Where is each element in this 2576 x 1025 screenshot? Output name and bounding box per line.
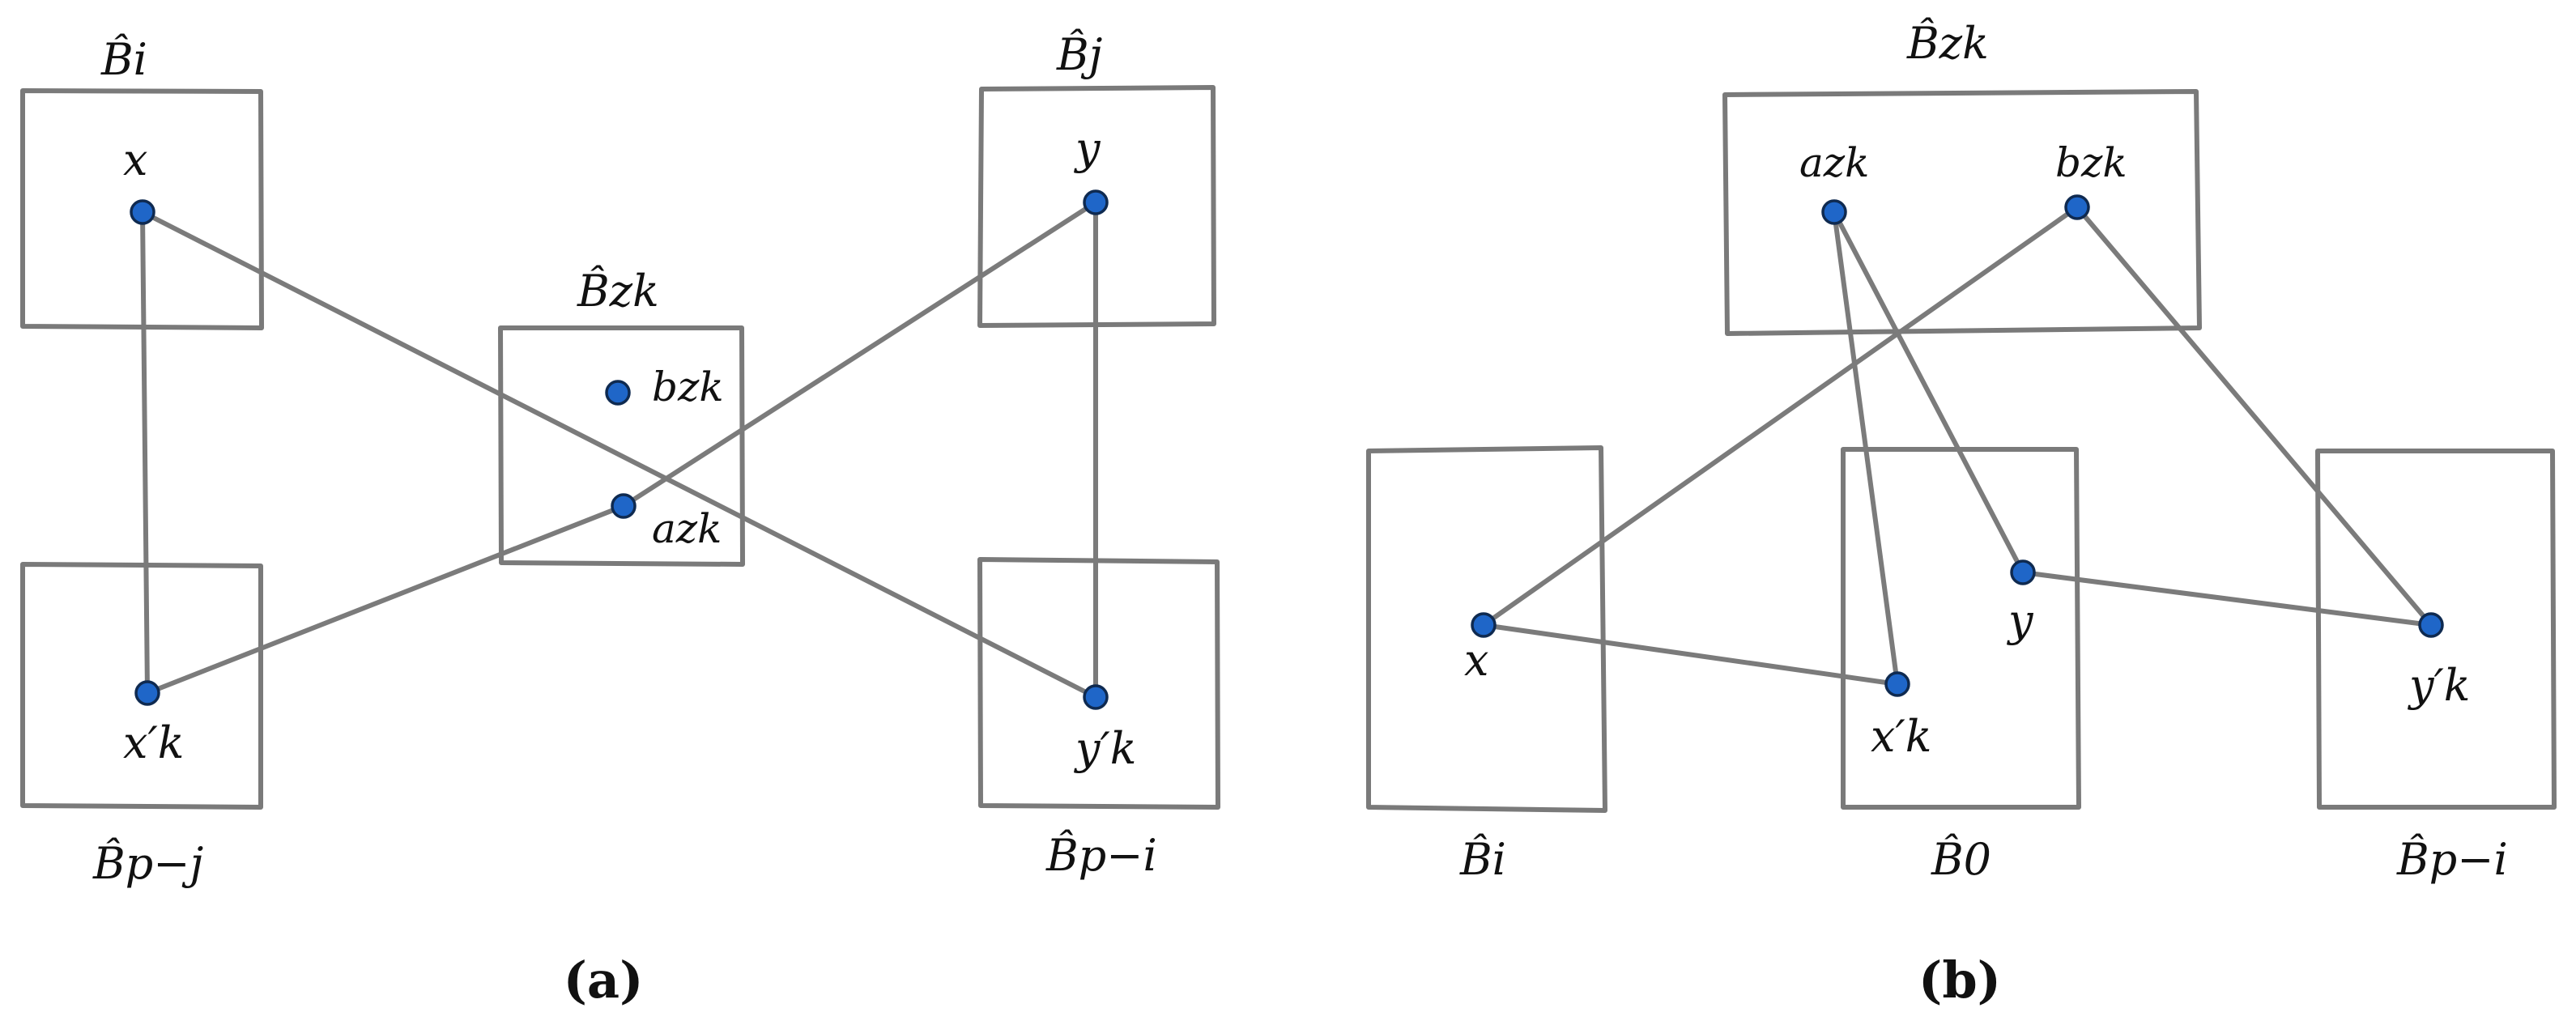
point-label-y-k-prime: y′k (1074, 723, 1137, 774)
box-B-j (977, 85, 1216, 328)
point-b-zk (605, 380, 631, 406)
caption-a: (a) (564, 951, 644, 1010)
point-y-k-prime (1083, 684, 1109, 710)
point-x-k-prime (1884, 671, 1910, 697)
edge-x-k-prime-to-a-zk (145, 504, 626, 695)
point-label-x: x (123, 134, 147, 185)
panel-a: B̂i B̂j B̂zk B̂p−j B̂p−i x y bzk azk x′k… (20, 28, 1220, 1010)
edge-b-zk-to-x (1481, 205, 2080, 627)
edge-a-zk-to-y (621, 200, 1098, 508)
box-label-B-zk: B̂zk (577, 265, 659, 317)
point-y-k-prime (2418, 612, 2444, 638)
box-label-B-zk: B̂zk (1906, 17, 1989, 69)
box-label-B-i: B̂i (100, 33, 147, 85)
edge-b-zk-to-y-k-prime (2075, 205, 2433, 627)
point-label-x: x (1464, 635, 1488, 686)
box-B-zk (498, 325, 745, 567)
point-label-y: y (2007, 595, 2034, 646)
point-a-zk (611, 493, 637, 519)
box-label-B-p-j: B̂p−j (92, 837, 203, 889)
box-B-zk (1722, 89, 2202, 336)
edge-y-to-y-k-prime (2020, 570, 2433, 627)
box-label-B-j: B̂j (1056, 28, 1102, 80)
box-B-i (20, 88, 264, 330)
panel-b: B̂zk B̂i B̂0 B̂p−i azk bzk x y x′k y′k (… (1366, 17, 2557, 1010)
point-label-a-zk: azk (652, 505, 722, 552)
point-label-b-zk: bzk (652, 364, 724, 410)
box-label-B-i: B̂i (1459, 833, 1506, 885)
edge-a-zk-to-x-k-prime (1832, 210, 1900, 687)
point-x (130, 199, 155, 225)
point-a-zk (1821, 199, 1847, 225)
edge-x-to-x-k-prime (1481, 623, 1900, 687)
box-label-B-p-i: B̂p−i (1045, 829, 1157, 881)
point-x (1471, 612, 1497, 638)
point-x-k-prime (134, 680, 160, 706)
caption-b: (b) (1918, 951, 2001, 1010)
box-B-p-i (977, 557, 1220, 810)
point-b-zk (2064, 194, 2090, 220)
edge-x-to-y-k-prime (140, 210, 1098, 700)
point-label-y: y (1074, 123, 1101, 174)
point-label-a-zk: azk (1799, 139, 1869, 186)
box-B-p-j (20, 562, 263, 810)
point-label-b-zk: bzk (2055, 139, 2127, 186)
box-label-B-p-i: B̂p−i (2396, 833, 2508, 885)
edge-x-to-x-k-prime (140, 210, 150, 695)
box-label-B-0: B̂0 (1931, 833, 1991, 885)
point-label-y-k-prime: y′k (2408, 660, 2471, 711)
point-y (1083, 189, 1109, 215)
box-B-p-i (2315, 449, 2557, 810)
point-y (2010, 559, 2036, 585)
box-B-0 (1841, 447, 2081, 810)
point-label-x-k-prime: x′k (1871, 711, 1931, 762)
box-B-i (1366, 445, 1607, 813)
point-label-x-k-prime: x′k (123, 717, 184, 768)
edge-a-zk-to-y (1832, 210, 2025, 575)
